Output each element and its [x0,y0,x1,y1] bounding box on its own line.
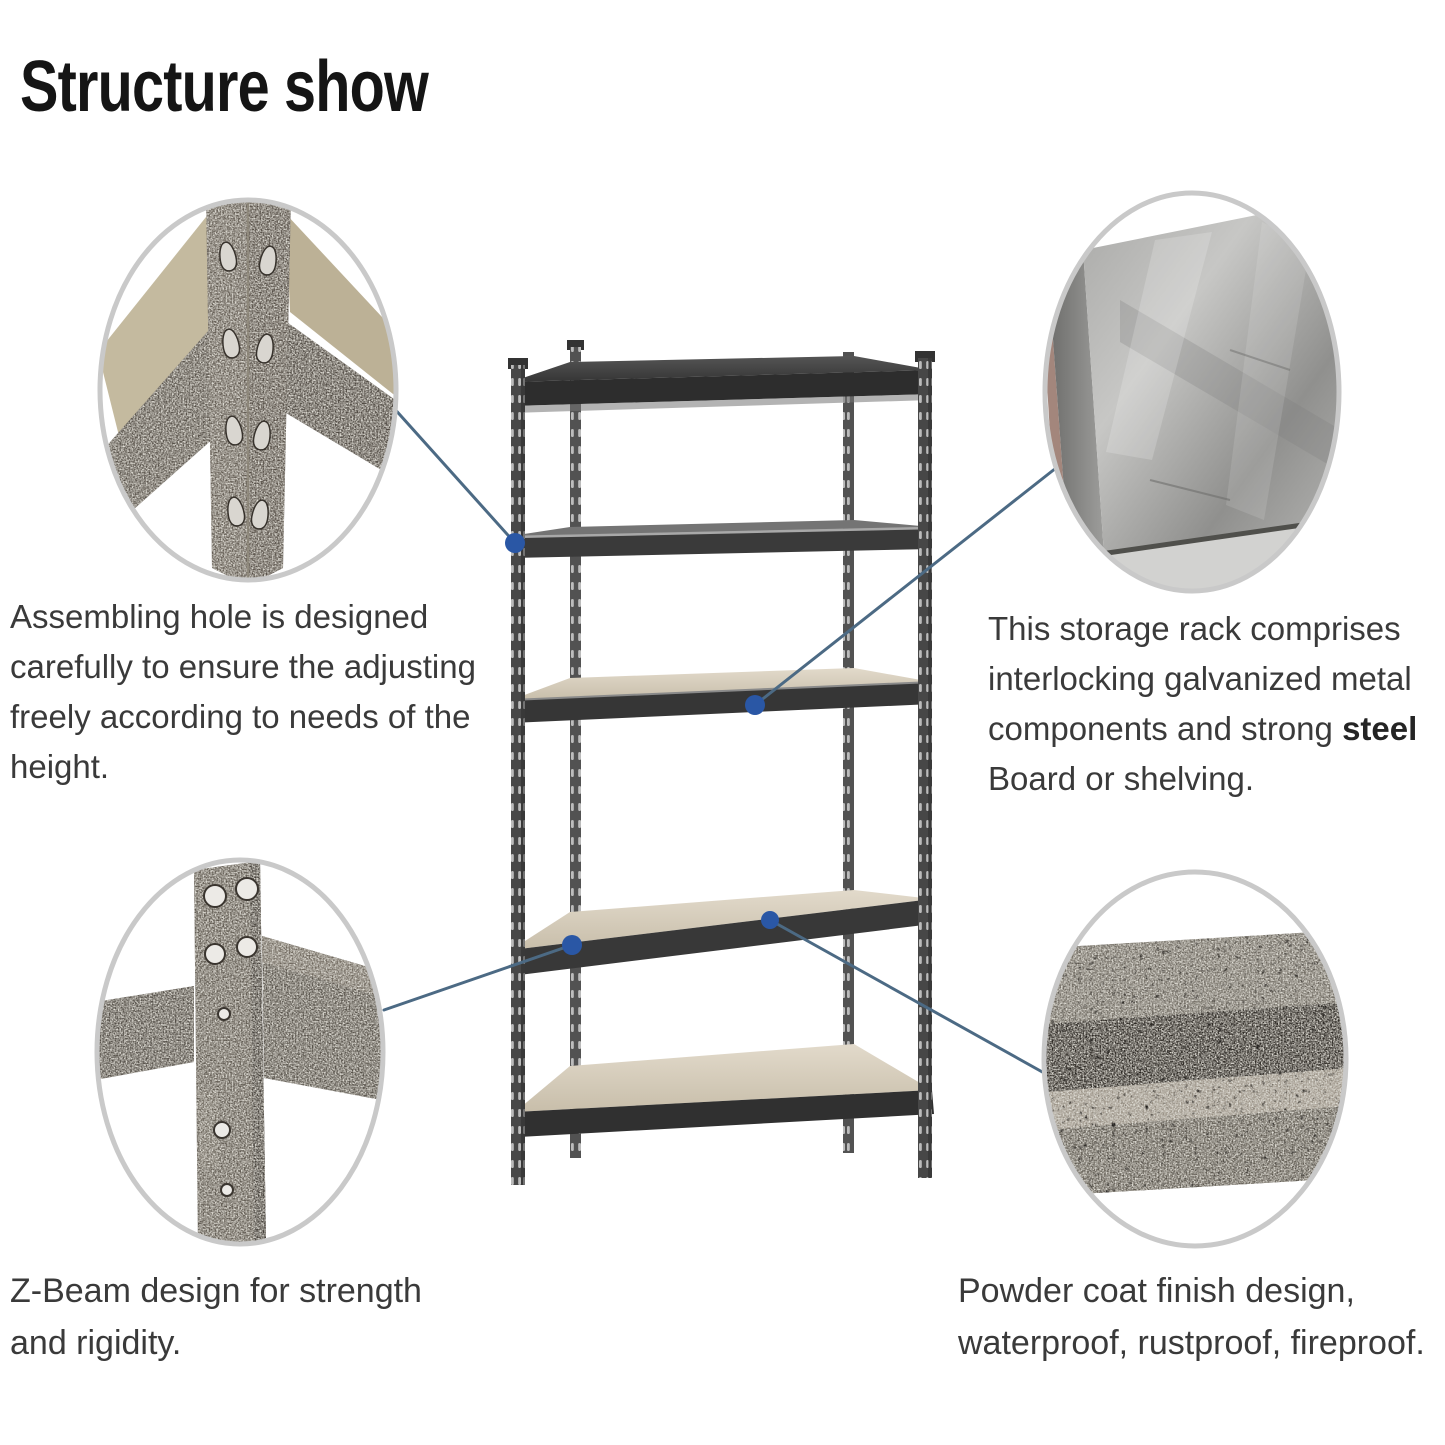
connector-dot-shelf4-mid [761,911,779,929]
connector-line-powder-coat [768,918,1082,1095]
note-galvanized-text-1: This storage rack comprises interlocking… [988,610,1412,748]
post-holes [203,877,259,1197]
galvanized-metal-photo [1045,198,1339,591]
detail-circle-borders [94,190,1349,1249]
keyhole-slots [219,241,277,530]
assembling-hole-photo [100,200,396,580]
rack-post-front-right [915,351,935,1178]
connector-lines [382,404,1082,1095]
shelf-4 [511,890,932,976]
rack-illustration [508,340,935,1185]
shelf-1 [511,356,932,413]
note-galvanized-bold-word: steel [1342,710,1418,748]
connector-line-galvanized [753,466,1058,707]
rack-post-front-left [508,358,528,1185]
connector-dot-shelf3 [745,695,765,715]
galvanized-circle [1042,190,1342,594]
note-powder-coat: Powder coat finish design, waterproof, r… [958,1272,1425,1362]
page-title: Structure show [20,47,429,127]
z-beam-photo [97,861,383,1244]
shelf-5 [515,1044,934,1137]
connector-dots [505,533,779,955]
powder-coat-photo [1046,930,1346,1196]
assembling-hole-circle [97,197,399,583]
note-z-beam: Z-Beam design for strength and rigidity. [10,1272,422,1362]
z-beam-circle [94,857,386,1247]
connector-dot-shelf4-left [562,935,582,955]
note-galvanized-text-2: Board or shelving. [988,760,1254,798]
shelf-3 [510,668,933,723]
connector-line-assembling-hole [390,404,517,545]
connector-line-z-beam [382,943,574,1012]
rack-post-back-left [567,340,584,1158]
connector-dot-shelf2 [505,533,525,553]
rack-post-back-right [843,352,854,1153]
powder-coat-circle [1041,869,1349,1249]
note-galvanized: This storage rack comprises interlocking… [988,604,1440,805]
shelf-2 [510,520,933,558]
note-assembling-hole: Assembling hole is designed carefully to… [10,598,476,786]
